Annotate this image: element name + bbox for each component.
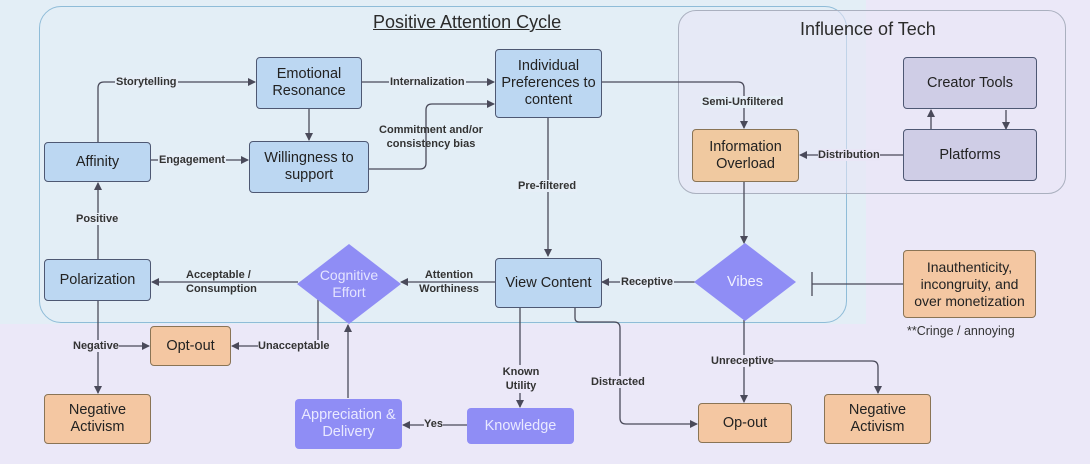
cognitive-effort-label[interactable]: Cognitive Effort [319, 267, 379, 300]
affinity-node[interactable]: Affinity [44, 142, 151, 182]
negative-activism-left-node[interactable]: Negative Activism [44, 394, 151, 444]
influence-of-tech-title: Influence of Tech [800, 19, 936, 39]
attention-worthiness-label: Attention Worthiness [414, 268, 484, 296]
semi-unfiltered-label: Semi-Unfiltered [701, 96, 785, 108]
engagement-label: Engagement [158, 154, 227, 166]
cringe-note: **Cringe / annoying [907, 324, 1015, 338]
willingness-node[interactable]: Willingness to support [249, 141, 369, 193]
receptive-label: Receptive [620, 276, 674, 288]
acceptable-label-text: Acceptable / Consumption [186, 269, 257, 295]
cognitive-effort-diamond [297, 244, 401, 324]
negative-activism-right-node[interactable]: Negative Activism [824, 394, 931, 444]
known-utility-label: Known Utility [492, 365, 550, 393]
storytelling-label: Storytelling [115, 76, 178, 88]
edge-distracted [574, 308, 698, 428]
pre-filtered-label: Pre-filtered [517, 180, 578, 192]
edge-unacceptable [231, 296, 319, 350]
creator-tools-node[interactable]: Creator Tools [903, 57, 1037, 109]
edge-storytelling [97, 78, 256, 142]
inauthenticity-node[interactable]: Inauthenticity, incongruity, and over mo… [903, 250, 1036, 318]
information-overload-node[interactable]: Information Overload [692, 129, 799, 182]
platforms-node[interactable]: Platforms [903, 129, 1037, 181]
yes-label: Yes [424, 418, 443, 430]
knowledge-node[interactable]: Knowledge [467, 408, 574, 444]
vibes-diamond [694, 243, 796, 321]
unacceptable-label: Unacceptable [258, 340, 330, 352]
individual-preferences-node[interactable]: Individual Preferences to content [495, 49, 602, 118]
commitment-label: Commitment and/or consistency bias [366, 123, 496, 151]
unreceptive-label: Unreceptive [711, 355, 774, 367]
known-utility-label-text: Known Utility [502, 366, 540, 392]
edge-semi-unfiltered [601, 81, 748, 129]
acceptable-label: Acceptable / Consumption [186, 268, 266, 296]
view-content-node[interactable]: View Content [495, 258, 602, 308]
edge-commitment [369, 100, 495, 170]
opt-out-left-node[interactable]: Opt-out [150, 326, 231, 366]
polarization-node[interactable]: Polarization [44, 259, 151, 301]
internalization-label: Internalization [389, 76, 466, 88]
negative-label: Negative [73, 340, 119, 352]
attention-worthiness-label-text: Attention Worthiness [419, 269, 479, 295]
edge-unreceptive-branch [744, 360, 882, 394]
distribution-label: Distribution [818, 149, 880, 161]
vibes-label[interactable]: Vibes [726, 273, 763, 290]
emotional-resonance-node[interactable]: Emotional Resonance [256, 57, 362, 109]
positive-label: Positive [75, 213, 120, 225]
positive-attention-cycle-title: Positive Attention Cycle [373, 12, 562, 32]
appreciation-delivery-node[interactable]: Appreciation & Delivery [295, 399, 402, 449]
op-out-right-node[interactable]: Op-out [698, 403, 792, 443]
distracted-label: Distracted [591, 376, 645, 388]
commitment-label-text: Commitment and/or consistency bias [379, 124, 483, 150]
